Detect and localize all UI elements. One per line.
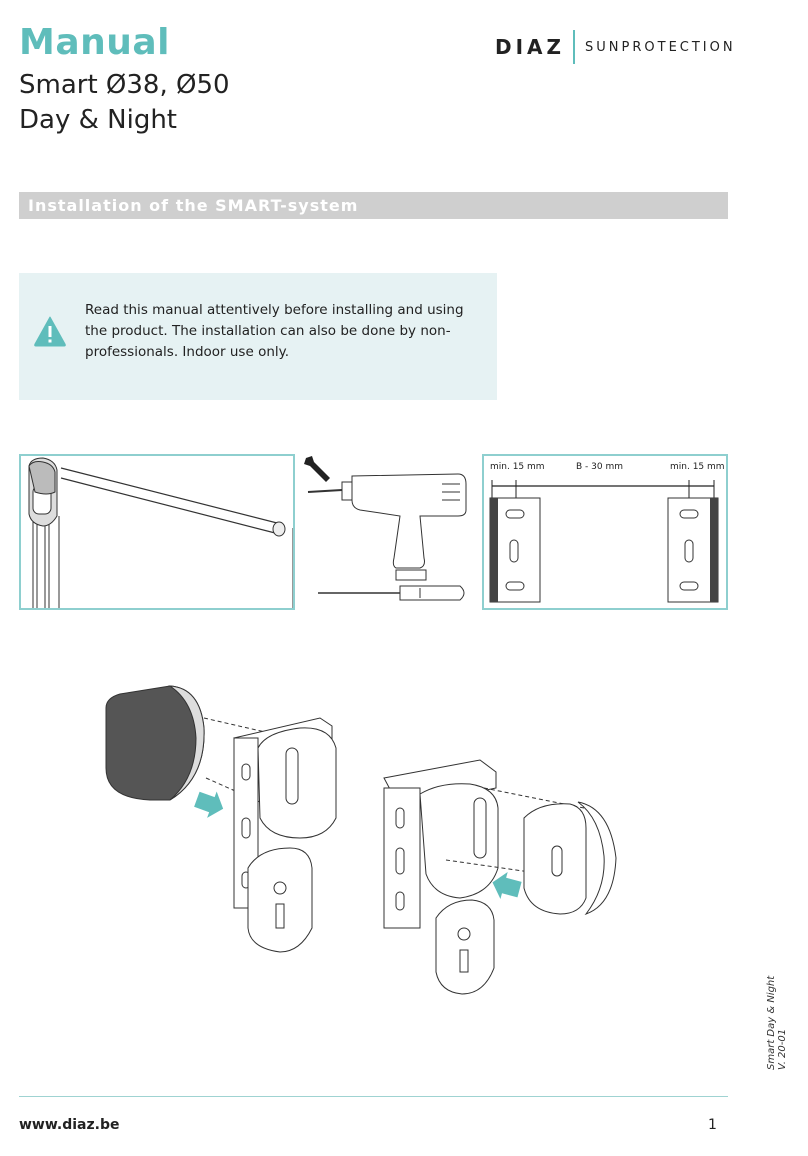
dim-label-left: min. 15 mm (490, 462, 545, 472)
footer-divider (19, 1096, 728, 1097)
left-bracket (233, 717, 337, 953)
product-illustration-panel (19, 454, 295, 610)
brand-divider (573, 30, 576, 64)
wrench-icon (304, 456, 330, 482)
warning-icon (34, 316, 66, 347)
brand-name: DIAZ (495, 35, 566, 59)
document-version-note: Smart Day & Night V. 20-01 (766, 976, 788, 1070)
roller-blind-illustration (28, 457, 293, 608)
page-number: 1 (708, 1117, 717, 1133)
assembly-illustration (100, 668, 630, 1008)
right-end-cap (523, 801, 617, 916)
product-variant: Day & Night (19, 105, 177, 135)
page-title: Manual (19, 22, 171, 63)
right-bracket (383, 759, 499, 995)
bracket-spacing-diagram (489, 480, 719, 603)
left-end-cap (105, 685, 205, 801)
bracket-spacing-panel: min. 15 mm B - 30 mm min. 15 mm (482, 454, 728, 610)
product-subtitle: Smart Ø38, Ø50 (19, 70, 230, 100)
section-title: Installation of the SMART-system (28, 196, 359, 215)
section-header: Installation of the SMART-system (19, 192, 728, 219)
side-note-version: V. 20-01 (777, 1028, 788, 1070)
brand-tagline: SUNPROTECTION (585, 39, 736, 55)
side-note-title: Smart Day & Night (766, 975, 777, 1070)
notice-box: Read this manual attentively before inst… (19, 273, 497, 400)
dim-label-middle: B - 30 mm (576, 462, 623, 472)
footer-website-link[interactable]: www.diaz.be (19, 1117, 120, 1133)
brand-logo: DIAZ SUNPROTECTION (495, 30, 736, 64)
tools-illustration (304, 456, 467, 601)
tools-panel (300, 454, 477, 610)
screwdriver-icon (318, 585, 465, 601)
drill-icon (307, 473, 467, 581)
notice-text: Read this manual attentively before inst… (85, 302, 464, 360)
dim-label-right: min. 15 mm (670, 462, 725, 472)
bracket-assembly-diagram (105, 685, 617, 995)
